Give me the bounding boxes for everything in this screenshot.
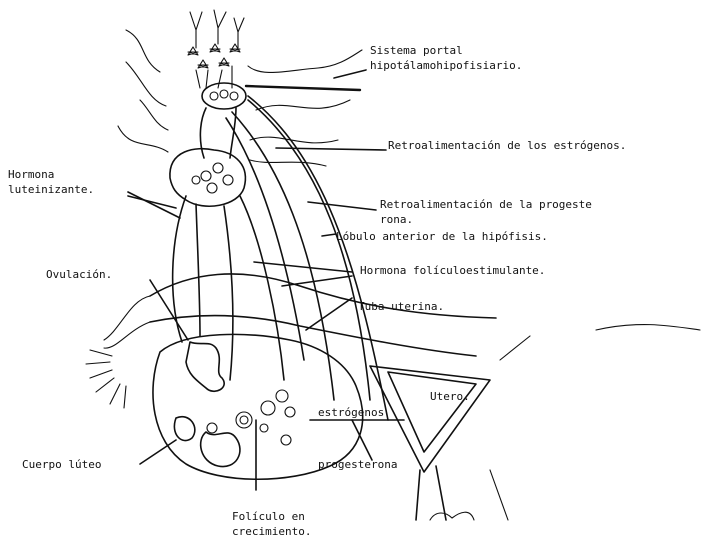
lh-label-line2: luteinizante. (8, 183, 94, 197)
estrogens-label: estrógenos (318, 406, 384, 420)
fsh-label: Hormona folículoestimulante. (360, 264, 545, 278)
uterus-label: Utero. (430, 390, 470, 404)
follicle-label-line2: crecimiento. (232, 525, 311, 539)
follicle-label-line1: Folículo en (232, 510, 305, 524)
corpus-luteum-label: Cuerpo lúteo (22, 458, 101, 472)
hypothalamic-neurons (188, 10, 244, 88)
progesterone-label: progesterona (318, 458, 397, 472)
portal-label-line2: hipotálamohipofisiario. (370, 59, 522, 73)
hormone-pathways (173, 96, 388, 420)
lh-label-line1: Hormona (8, 168, 54, 182)
background-outlines (118, 30, 362, 166)
tube-label: Tuba uterina. (358, 300, 444, 314)
progesterone-feedback-line1: Retroalimentación de la progeste (380, 198, 592, 212)
progesterone-feedback-line2: rona. (380, 213, 413, 227)
anterior-lobe-label: Lóbulo anterior de la hipófisis. (336, 230, 548, 244)
pituitary-gland (170, 149, 245, 207)
portal-label-line1: Sistema portal (370, 44, 463, 58)
pituitary-stalk-left (200, 108, 206, 158)
ovulation-label: Ovulación. (46, 268, 112, 282)
body-outline (430, 325, 700, 520)
estrogen-feedback-label: Retroalimentación de los estrógenos. (388, 139, 626, 153)
